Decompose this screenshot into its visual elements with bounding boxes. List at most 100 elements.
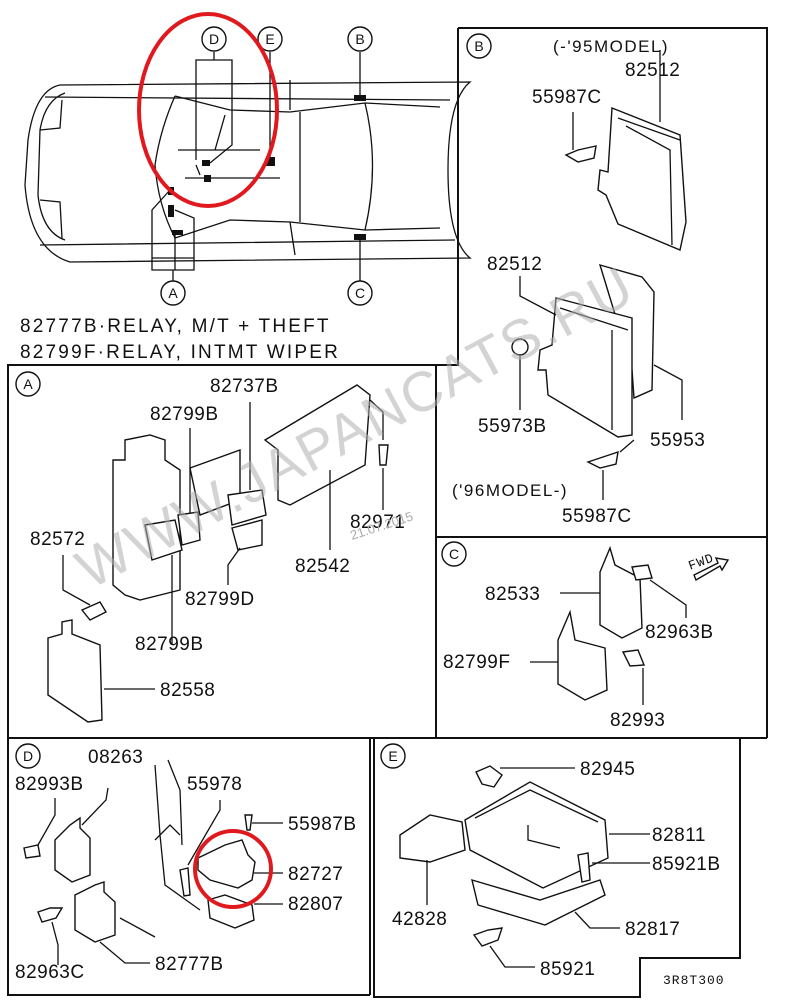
rear-lights (39, 99, 63, 239)
ecu-82512-top (597, 106, 687, 251)
label-82512-top[interactable]: 82512 (625, 60, 680, 81)
callout-e[interactable]: E (257, 26, 283, 52)
bolt-82993 (621, 649, 646, 667)
panel-e-letter: E (388, 748, 397, 764)
roof-top (174, 95, 441, 113)
label-85921b[interactable]: 85921B (652, 854, 721, 875)
callout-d[interactable]: D (201, 26, 227, 52)
label-82817[interactable]: 82817 (625, 919, 680, 940)
interior-lines (178, 114, 280, 179)
fwd-arrow-icon: FWD (686, 550, 730, 582)
leader-55978 (187, 800, 221, 866)
callout-b[interactable]: B (347, 26, 373, 52)
ecu-top-details (617, 50, 681, 246)
bolt-85921 (472, 927, 504, 947)
leader-a (151, 189, 195, 282)
marker-d2 (204, 175, 211, 182)
label-55987c-top[interactable]: 55987C (532, 87, 602, 108)
label-82799b-top[interactable]: 82799B (150, 404, 219, 425)
leader-55987c-bottom (602, 439, 635, 500)
label-55978[interactable]: 55978 (187, 774, 242, 795)
label-82799d[interactable]: 82799D (185, 589, 255, 610)
label-55973b[interactable]: 55973B (478, 416, 547, 437)
label-85921[interactable]: 85921 (540, 959, 595, 980)
car-body-outline (24, 81, 472, 263)
label-82512-bottom[interactable]: 82512 (487, 254, 542, 275)
bolt-55978 (179, 867, 191, 897)
label-42828[interactable]: 42828 (392, 909, 447, 930)
callout-a-label: A (168, 285, 178, 301)
sensor-82727[interactable] (197, 839, 256, 889)
model-note-bottom: ('96MODEL-) (452, 481, 568, 500)
junction-block (112, 434, 181, 601)
diagram-code: 3R8T300 (663, 973, 725, 988)
car-overview: D E B A C (24, 12, 472, 306)
ecu-82512-bottom (537, 297, 633, 438)
leader-82512-bottom (519, 276, 557, 316)
leaders-d-top (37, 787, 109, 846)
leaders-a-relays (171, 547, 241, 645)
highlight-ellipse-overview (137, 12, 279, 208)
panel-d-badge: D (15, 743, 41, 769)
panel-c-badge: C (441, 541, 467, 567)
marker-d1 (202, 160, 210, 166)
callout-a[interactable]: A (160, 280, 186, 306)
bolt-85921b (577, 852, 591, 883)
label-82799f[interactable]: 82799F (443, 652, 510, 673)
relay-82993b (54, 816, 91, 883)
relay-82777b (74, 881, 116, 943)
label-82807[interactable]: 82807 (288, 894, 343, 915)
label-82963b[interactable]: 82963B (645, 622, 714, 643)
label-82533[interactable]: 82533 (485, 584, 540, 605)
bolt-82963c (37, 907, 64, 923)
label-82945[interactable]: 82945 (580, 759, 635, 780)
callout-d-label: D (209, 31, 219, 47)
model-note-top: (-'95MODEL) (553, 37, 669, 56)
bolt-82971 (378, 444, 389, 466)
roof-bottom (174, 219, 441, 239)
label-82811[interactable]: 82811 (652, 825, 706, 846)
callout-c[interactable]: C (347, 280, 373, 306)
leader-82963c (51, 921, 59, 965)
rear-window (154, 95, 176, 239)
label-82993b[interactable]: 82993B (15, 774, 84, 795)
windshield (364, 102, 374, 231)
bolt-82963b (631, 564, 653, 581)
outer-frame-left (7, 28, 459, 996)
leader-82572 (62, 555, 91, 606)
label-82963c[interactable]: 82963C (15, 962, 85, 983)
car-body-inner (39, 96, 456, 246)
label-82737b[interactable]: 82737B (210, 376, 279, 397)
bolt-55987c-top (564, 145, 597, 163)
label-82799b-bottom[interactable]: 82799B (135, 634, 204, 655)
leader-82777b (99, 917, 156, 964)
label-82542[interactable]: 82542 (295, 556, 350, 577)
label-82572[interactable]: 82572 (30, 529, 85, 550)
label-82558[interactable]: 82558 (160, 680, 215, 701)
leader-85921 (489, 945, 535, 968)
marker-e (266, 157, 275, 166)
label-55953[interactable]: 55953 (650, 430, 705, 451)
panel-e-frame (373, 738, 741, 998)
label-55987c-bottom[interactable]: 55987C (562, 506, 632, 527)
panel-c-frame (436, 536, 768, 738)
relay-82799b-2 (177, 511, 201, 546)
panel-b: B (-'95MODEL) 82512 55987C 82512 55973B … (452, 33, 705, 527)
relay-82737b (227, 489, 267, 526)
leader-82971 (369, 399, 384, 510)
panel-c-letter: C (449, 546, 459, 562)
highlight-circle-82727 (193, 829, 273, 909)
panel-b-letter: B (474, 38, 483, 54)
label-55987b[interactable]: 55987B (288, 814, 357, 835)
label-82971[interactable]: 82971 (350, 512, 405, 533)
label-82777b[interactable]: 82777B (155, 954, 224, 975)
label-82727[interactable]: 82727 (288, 864, 343, 885)
leader-82817 (574, 911, 620, 929)
ecu-82542 (263, 384, 371, 506)
label-08263[interactable]: 08263 (88, 747, 143, 768)
ecu-bottom-details (559, 307, 629, 430)
label-82993[interactable]: 82993 (610, 710, 665, 731)
callout-b-label: B (355, 31, 364, 47)
module-82811 (464, 781, 609, 889)
